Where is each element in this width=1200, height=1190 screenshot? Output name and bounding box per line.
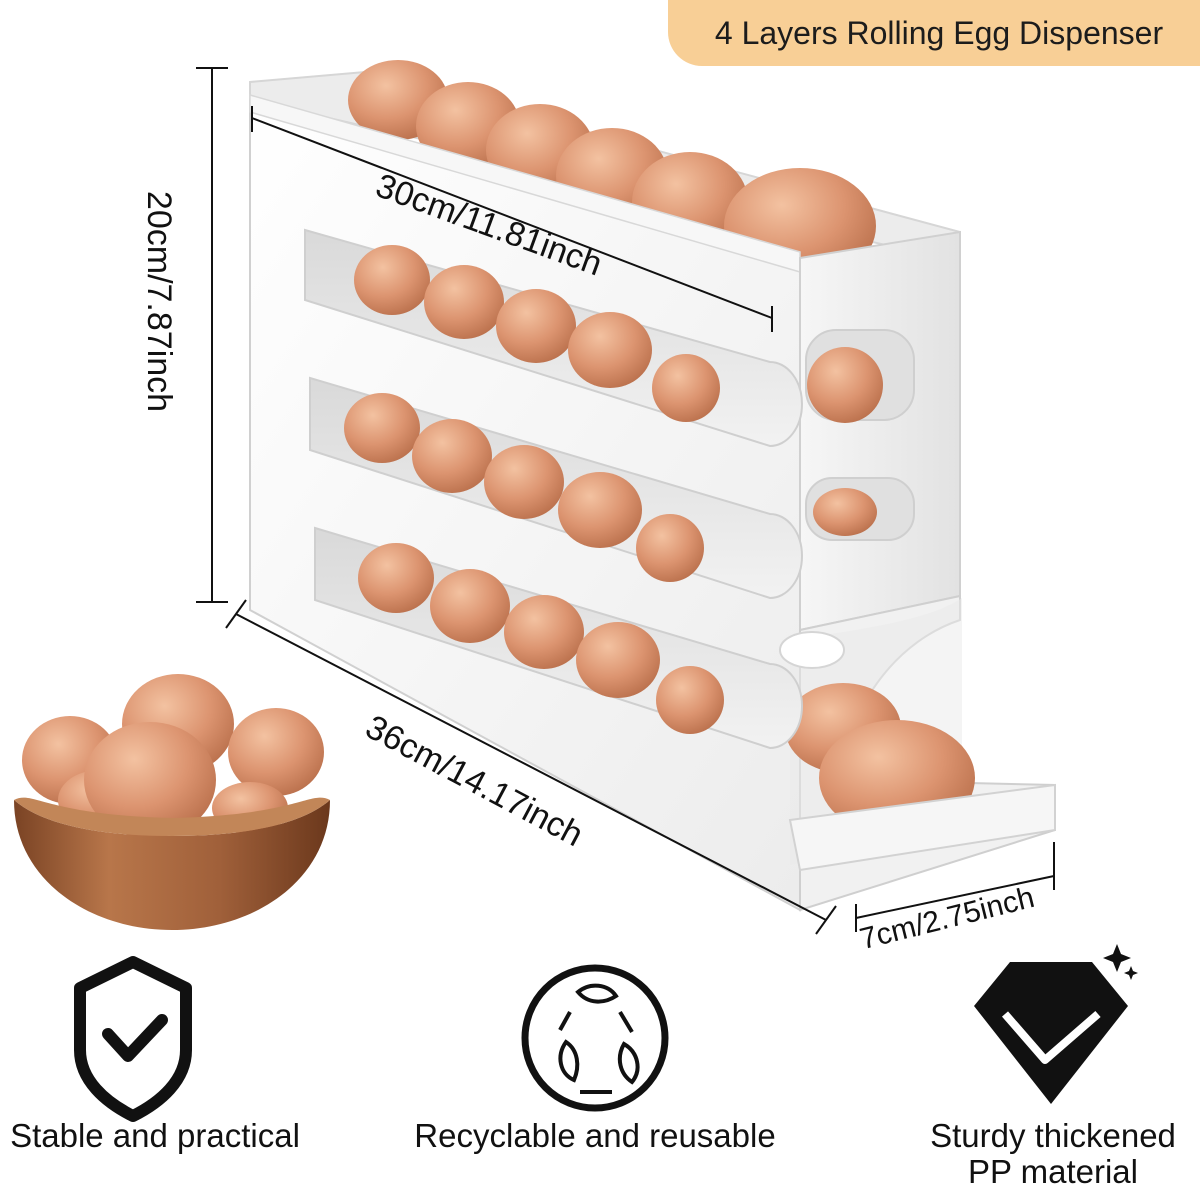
- feature-label-stable: Stable and practical: [10, 1117, 300, 1154]
- front-slot-2: [309, 376, 803, 600]
- front-slot-1: [304, 228, 803, 448]
- dimension-height: 20cm/7.87inch: [140, 190, 179, 413]
- product-title-badge: 4 Layers Rolling Egg Dispenser: [668, 0, 1200, 66]
- feature-label-material-line2: PP material: [968, 1153, 1138, 1190]
- egg-rack: [249, 60, 1056, 912]
- feature-label-material: Sturdy thickened PP material: [910, 1118, 1196, 1190]
- recycle-leaf-icon: [521, 964, 669, 1112]
- shield-check-icon: [74, 956, 192, 1122]
- feature-label-material-line1: Sturdy thickened: [930, 1117, 1176, 1154]
- front-slot-3: [314, 526, 803, 750]
- dimension-lines: [196, 67, 1055, 935]
- diamond-v-icon: [974, 944, 1138, 1104]
- product-title: 4 Layers Rolling Egg Dispenser: [714, 14, 1164, 51]
- feature-label-recyclable: Recyclable and reusable: [414, 1117, 776, 1154]
- egg-bowl: [14, 674, 330, 930]
